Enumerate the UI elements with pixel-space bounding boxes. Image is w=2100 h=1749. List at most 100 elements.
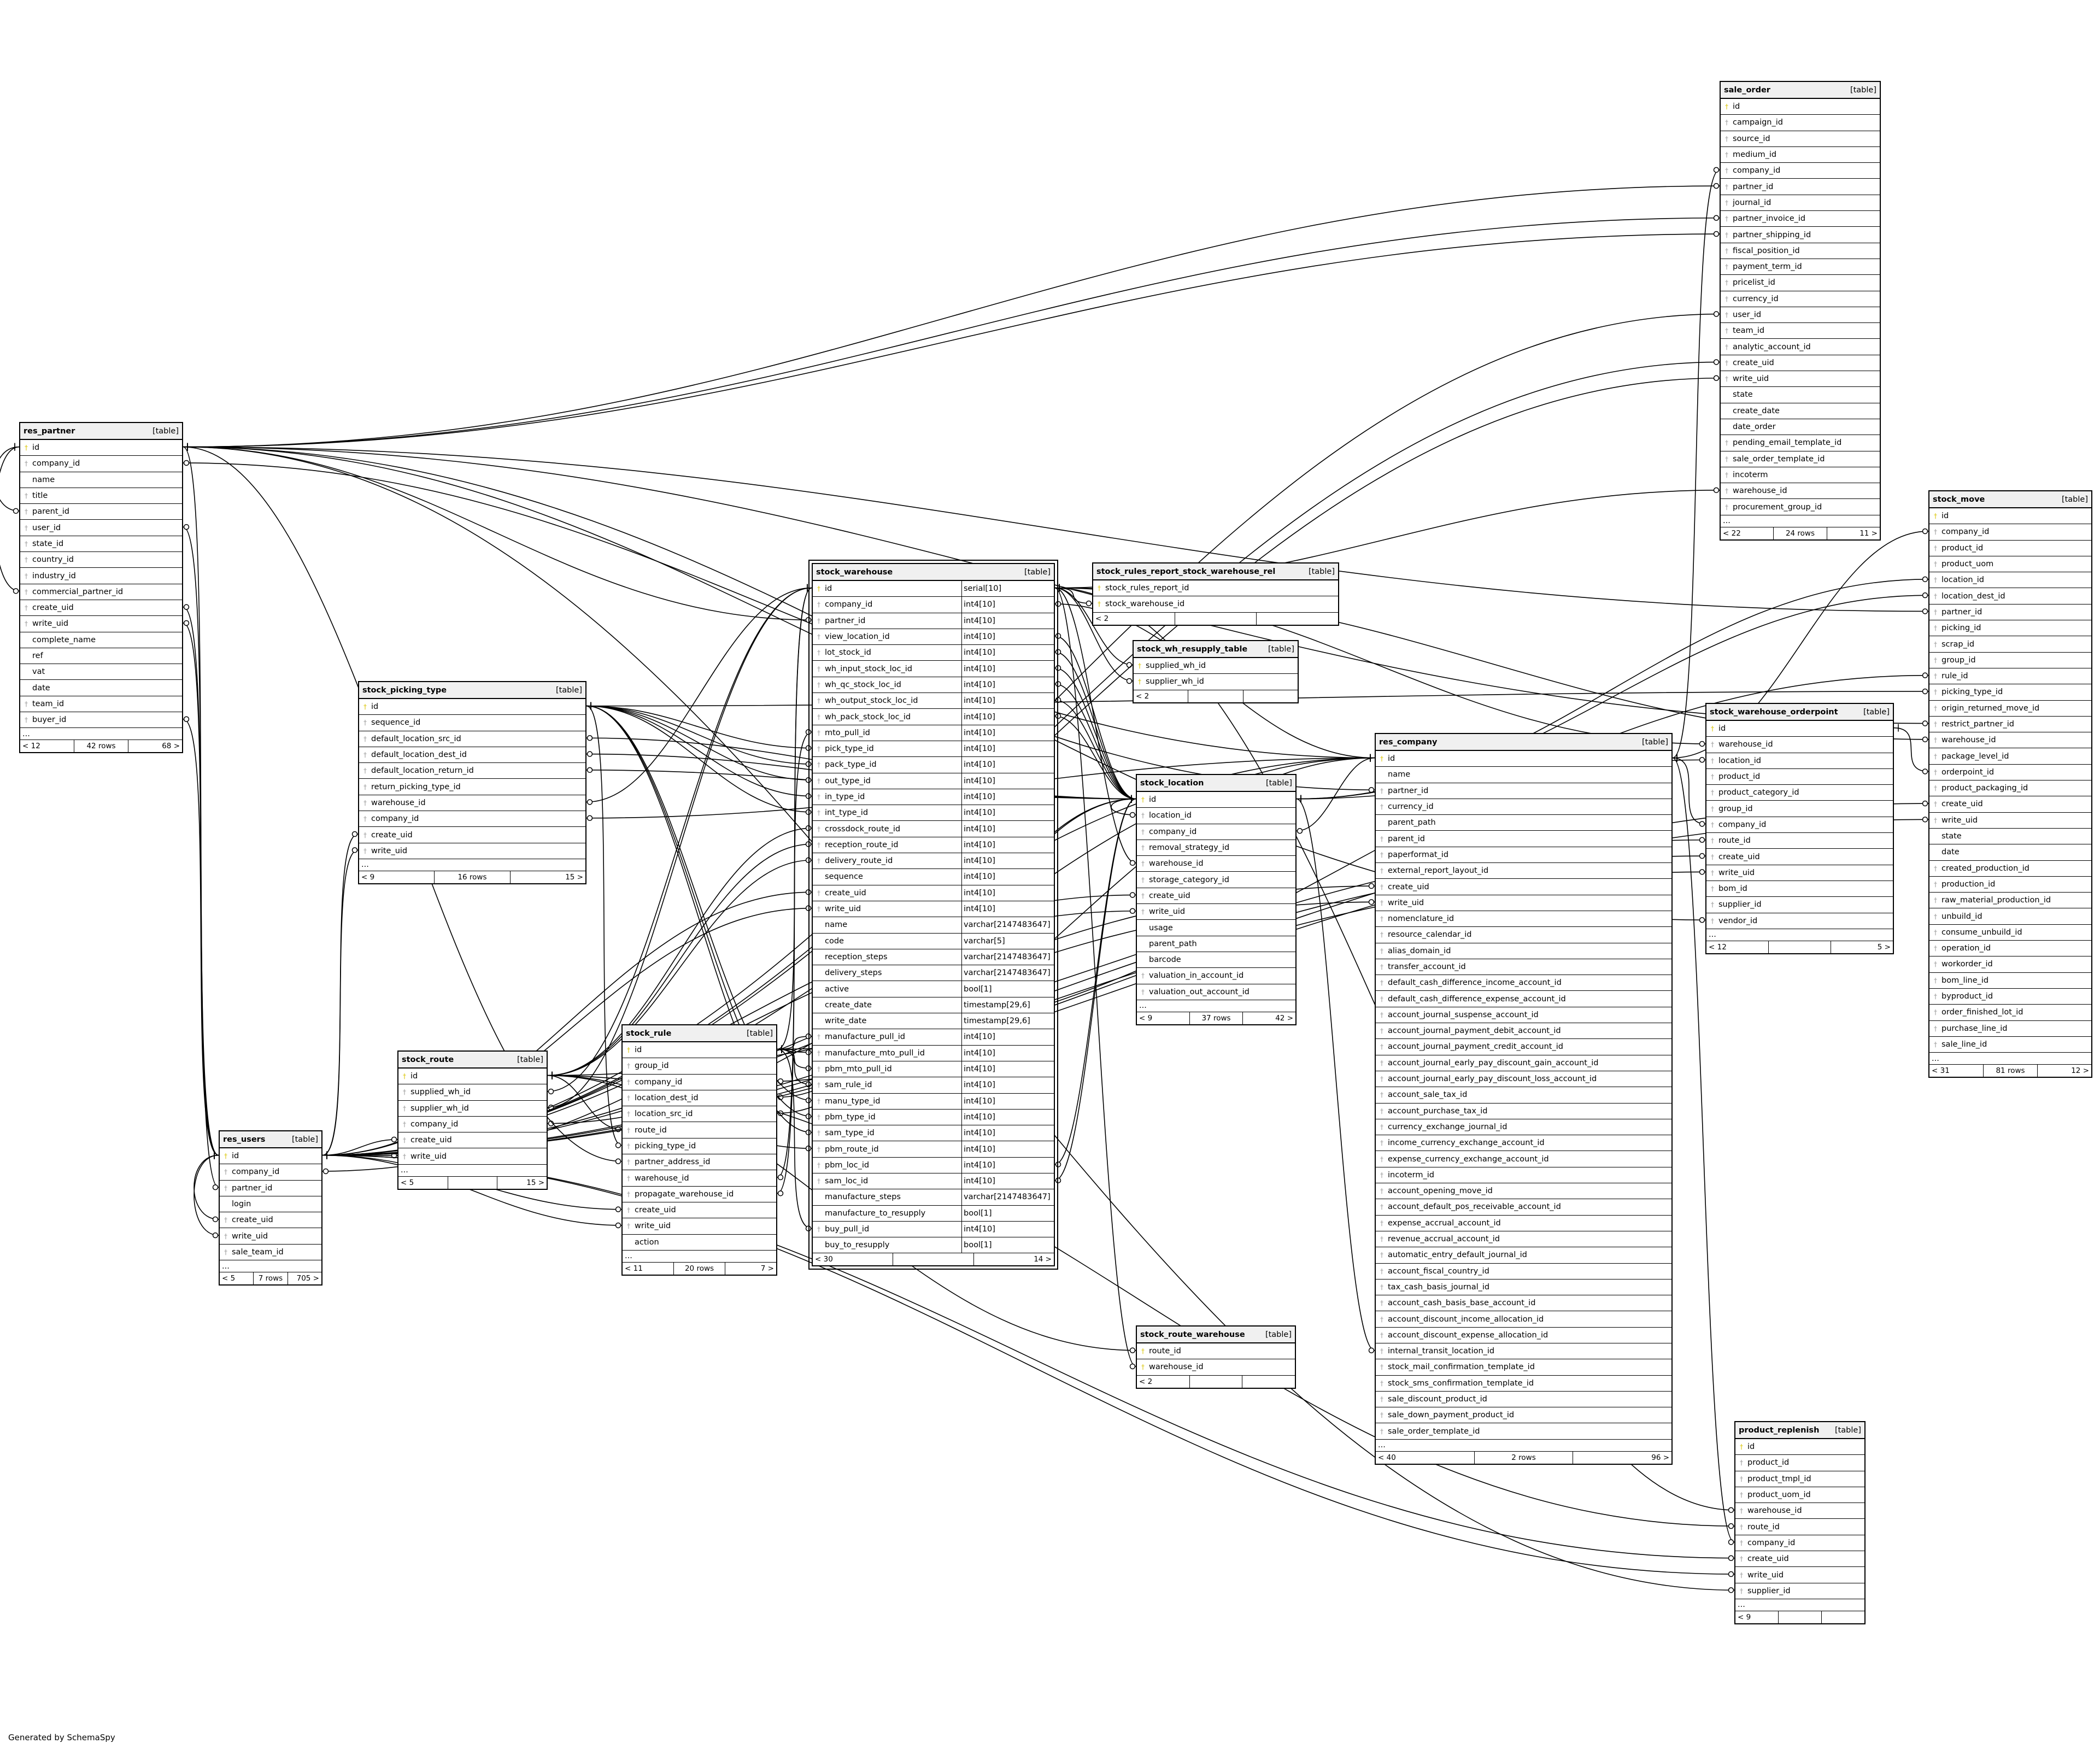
column-row[interactable]: date_order <box>1721 419 1880 436</box>
column-row[interactable]: †unbuild_id <box>1929 908 2091 925</box>
column-row[interactable]: †parent_id <box>1376 831 1671 847</box>
column-row[interactable]: †account_discount_income_allocation_id <box>1376 1311 1671 1328</box>
column-row[interactable]: vat <box>20 664 182 680</box>
column-row[interactable]: †state_id <box>20 536 182 553</box>
column-row[interactable]: †removal_strategy_id <box>1137 840 1295 856</box>
parents-link[interactable]: < 2 <box>1095 614 1109 623</box>
column-row[interactable]: †group_id <box>1929 653 2091 668</box>
column-row[interactable]: name <box>20 472 182 488</box>
column-row[interactable]: †stock_mail_confirmation_template_id <box>1376 1359 1671 1376</box>
column-row[interactable]: †id <box>220 1148 321 1165</box>
column-row[interactable]: †external_report_layout_id <box>1376 863 1671 879</box>
parents-link[interactable]: < 40 <box>1378 1453 1396 1462</box>
children-link[interactable] <box>1242 1375 1295 1388</box>
column-row[interactable]: †raw_material_production_id <box>1929 893 2091 909</box>
column-row[interactable]: parent_path <box>1137 936 1295 952</box>
column-row[interactable]: †currency_exchange_journal_id <box>1376 1119 1671 1136</box>
column-row[interactable]: †account_journal_payment_debit_account_i… <box>1376 1023 1671 1040</box>
column-row[interactable]: †product_category_id <box>1706 785 1893 801</box>
column-row[interactable]: †valuation_out_account_id <box>1137 984 1295 1000</box>
column-row[interactable]: †nomenclature_id <box>1376 911 1671 928</box>
children-link[interactable]: 14 > <box>973 1253 1054 1266</box>
children-link[interactable]: 11 > <box>1826 527 1880 539</box>
parents-link[interactable]: < 12 <box>1709 942 1727 952</box>
table-stock-rule[interactable]: stock_rule[table]†id†group_id†company_id… <box>621 1024 777 1276</box>
column-row[interactable]: †partner_address_id <box>623 1154 776 1171</box>
parents-link[interactable]: < 5 <box>401 1178 414 1187</box>
column-row[interactable]: †industry_id <box>20 568 182 584</box>
column-row[interactable]: †picking_id <box>1929 620 2091 637</box>
column-row[interactable]: †payment_term_id <box>1721 259 1880 275</box>
column-row[interactable]: †create_uid <box>1735 1551 1864 1568</box>
column-row[interactable]: †warehouse_id <box>1137 1359 1295 1376</box>
column-row[interactable]: †scrap_id <box>1929 636 2091 653</box>
column-row[interactable]: †create_uid <box>359 827 585 843</box>
column-row[interactable]: †orderpoint_id <box>1929 765 2091 781</box>
column-row[interactable]: †write_uid <box>1721 371 1880 388</box>
column-row[interactable]: †restrict_partner_id <box>1929 717 2091 733</box>
column-row[interactable]: †propagate_warehouse_id <box>623 1187 776 1202</box>
column-row[interactable]: †account_journal_payment_credit_account_… <box>1376 1039 1671 1055</box>
table-name[interactable]: stock_rules_report_stock_warehouse_rel <box>1096 567 1276 576</box>
column-row[interactable]: †account_sale_tax_id <box>1376 1087 1671 1104</box>
table-name[interactable]: stock_warehouse <box>816 567 893 577</box>
column-row[interactable]: †account_opening_move_id <box>1376 1183 1671 1200</box>
parents-link[interactable]: < 22 <box>1723 529 1741 538</box>
column-row[interactable]: †bom_id <box>1706 881 1893 897</box>
column-row[interactable]: †id <box>20 440 182 456</box>
column-row[interactable]: †company_id <box>1735 1535 1864 1552</box>
column-row[interactable]: †account_journal_early_pay_discount_loss… <box>1376 1071 1671 1088</box>
table-name[interactable]: stock_route_warehouse <box>1140 1330 1245 1339</box>
table-name[interactable]: stock_rule <box>626 1029 672 1038</box>
column-row[interactable]: †alias_domain_id <box>1376 943 1671 959</box>
column-row[interactable]: †create_uid <box>1721 355 1880 372</box>
column-row[interactable]: †id <box>359 699 585 715</box>
column-row[interactable]: date <box>1929 844 2091 861</box>
column-row[interactable]: †automatic_entry_default_journal_id <box>1376 1247 1671 1264</box>
column-row[interactable]: †partner_id <box>1376 783 1671 799</box>
column-row[interactable]: †product_uom <box>1929 556 2091 573</box>
parents-link[interactable]: < 31 <box>1932 1066 1950 1076</box>
parents-link[interactable]: < 9 <box>1139 1013 1153 1023</box>
column-row[interactable]: †create_uid <box>1137 888 1295 905</box>
column-row[interactable]: †write_uid <box>220 1228 321 1245</box>
parents-link[interactable]: < 30 <box>815 1255 833 1264</box>
parents-link[interactable]: < 12 <box>22 742 40 751</box>
column-row[interactable]: †buyer_id <box>20 712 182 729</box>
column-row[interactable]: †currency_id <box>1721 291 1880 307</box>
column-row[interactable]: †product_tmpl_id <box>1735 1471 1864 1487</box>
column-row[interactable]: †write_uid <box>359 843 585 859</box>
children-link[interactable]: 42 > <box>1242 1012 1295 1024</box>
column-row[interactable]: †write_uid <box>1137 904 1295 920</box>
column-row[interactable]: †internal_transit_location_id <box>1376 1343 1671 1360</box>
children-link[interactable]: 96 > <box>1573 1451 1671 1464</box>
column-row[interactable]: †order_finished_lot_id <box>1929 1005 2091 1021</box>
column-row[interactable]: †create_uid <box>1376 879 1671 895</box>
column-row[interactable]: †sale_line_id <box>1929 1037 2091 1053</box>
column-row[interactable]: †write_uid <box>623 1218 776 1235</box>
column-row[interactable]: †create_uid <box>398 1132 547 1149</box>
column-row[interactable]: †location_id <box>1706 753 1893 769</box>
column-row[interactable]: †company_id <box>1929 524 2091 541</box>
column-row[interactable]: †tax_cash_basis_journal_id <box>1376 1280 1671 1296</box>
column-row[interactable]: †write_uid <box>1706 865 1893 881</box>
column-row[interactable]: †warehouse_id <box>1137 856 1295 872</box>
column-row[interactable]: †create_uid <box>1929 796 2091 813</box>
column-row[interactable]: †location_id <box>1137 808 1295 824</box>
column-row[interactable]: †rule_id <box>1929 668 2091 685</box>
